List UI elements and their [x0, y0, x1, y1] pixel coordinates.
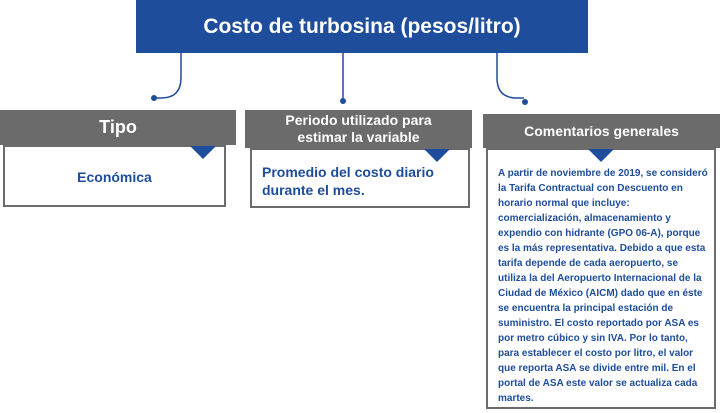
card-tipo-header: Tipo: [0, 110, 236, 145]
card-tipo-header-label: Tipo: [99, 117, 137, 137]
card-periodo-text: Promedio del costo diario durante el mes…: [262, 164, 434, 198]
card-periodo-notch: [424, 149, 450, 162]
card-tipo-notch: [190, 146, 216, 159]
card-periodo-body: Promedio del costo diario durante el mes…: [250, 148, 470, 208]
card-comentarios-body: A partir de noviembre de 2019, se consid…: [486, 148, 716, 409]
diagram-title: Costo de turbosina (pesos/litro): [136, 0, 588, 53]
card-comentarios-notch: [588, 149, 614, 162]
connector-comentarios: [496, 53, 524, 99]
card-tipo-body: Económica: [3, 145, 226, 207]
connector-tipo: [154, 53, 182, 99]
card-tipo-text: Económica: [77, 169, 152, 185]
connector-dot-periodo: [340, 98, 346, 104]
connector-dot-tipo: [151, 95, 157, 101]
card-comentarios-text: A partir de noviembre de 2019, se consid…: [498, 168, 708, 404]
card-comentarios-header: Comentarios generales: [483, 114, 720, 148]
connector-dot-comentarios: [522, 99, 528, 105]
card-comentarios-header-label: Comentarios generales: [524, 123, 679, 139]
card-periodo-header-label: Periodo utilizado para estimar la variab…: [285, 112, 432, 145]
card-periodo-header: Periodo utilizado para estimar la variab…: [245, 110, 472, 148]
